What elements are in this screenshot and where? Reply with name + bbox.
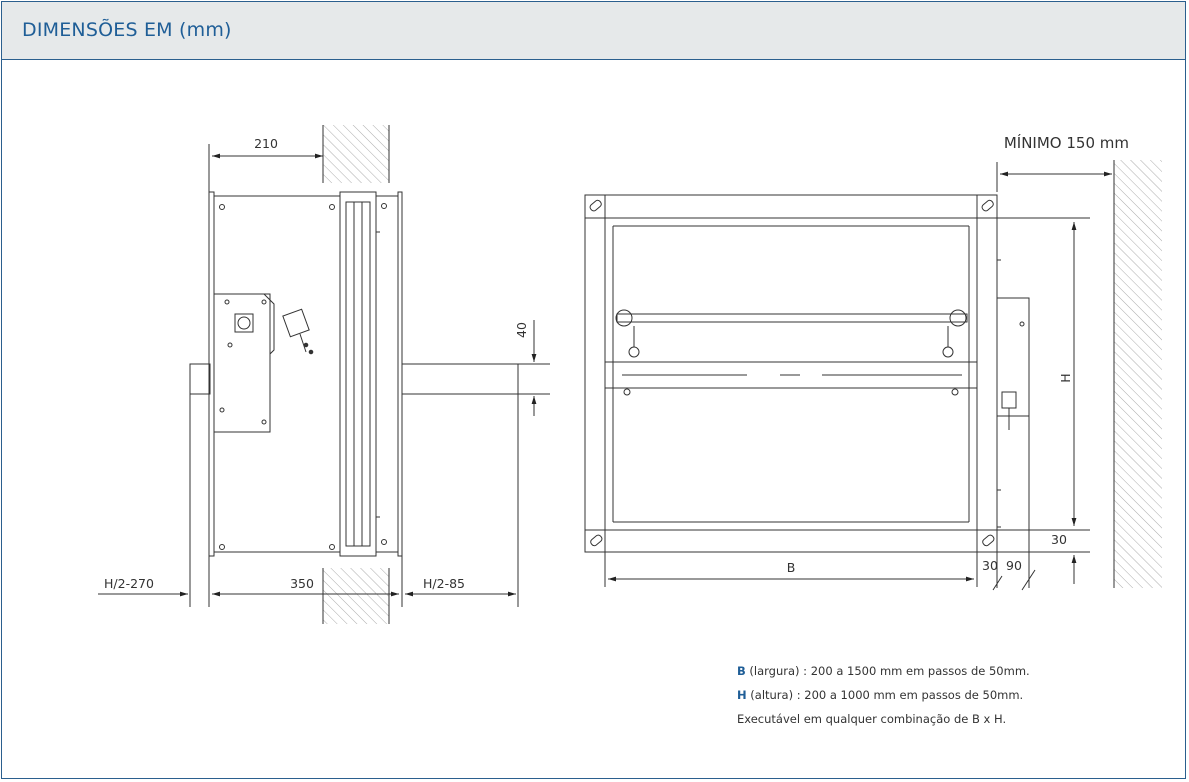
dim-h2-270: H/2-270	[104, 576, 154, 591]
wall-hatch-bottom	[323, 568, 389, 624]
note-b: B (largura) : 200 a 1500 mm em passos de…	[737, 662, 1030, 686]
dim-h: H	[1058, 373, 1073, 382]
note-b-text: (largura) : 200 a 1500 mm em passos de 5…	[745, 664, 1030, 678]
dim-350: 350	[290, 576, 314, 591]
dim-minimo-150: MÍNIMO 150 mm	[1004, 133, 1129, 152]
dim-h2-85: H/2-85	[423, 576, 465, 591]
note-h-key: H	[737, 688, 747, 702]
side-view	[98, 125, 550, 624]
dim-30-right: 30	[1051, 532, 1067, 547]
duct-left	[189, 363, 211, 395]
section-title: DIMENSÕES EM (mm)	[22, 19, 232, 41]
note-h-text: (altura) : 200 a 1000 mm em passos de 50…	[746, 688, 1024, 702]
actuator-box	[213, 293, 271, 433]
note-combo: Executável em qualquer combinação de B x…	[737, 712, 1007, 726]
dim-b: B	[787, 560, 796, 575]
dim-210: 210	[254, 136, 278, 151]
dim-40: 40	[514, 322, 529, 338]
outer-frame	[584, 194, 998, 553]
wall-hatch-top	[323, 125, 389, 183]
actuator-side	[996, 297, 1030, 417]
section-header: DIMENSÕES EM (mm)	[2, 2, 1185, 60]
notes-block: B (largura) : 200 a 1500 mm em passos de…	[737, 662, 1030, 734]
blade	[604, 361, 978, 389]
blade-frame	[339, 191, 377, 557]
switch-body	[282, 308, 310, 338]
housing-panel	[213, 195, 341, 553]
note-h: H (altura) : 200 a 1000 mm em passos de …	[737, 686, 1030, 710]
wall-hatch-right	[1114, 160, 1162, 588]
note-b-key: B	[737, 664, 746, 678]
dim-30-bottom: 30	[982, 558, 998, 573]
dim-90: 90	[1006, 558, 1022, 573]
front-view	[584, 160, 1162, 591]
